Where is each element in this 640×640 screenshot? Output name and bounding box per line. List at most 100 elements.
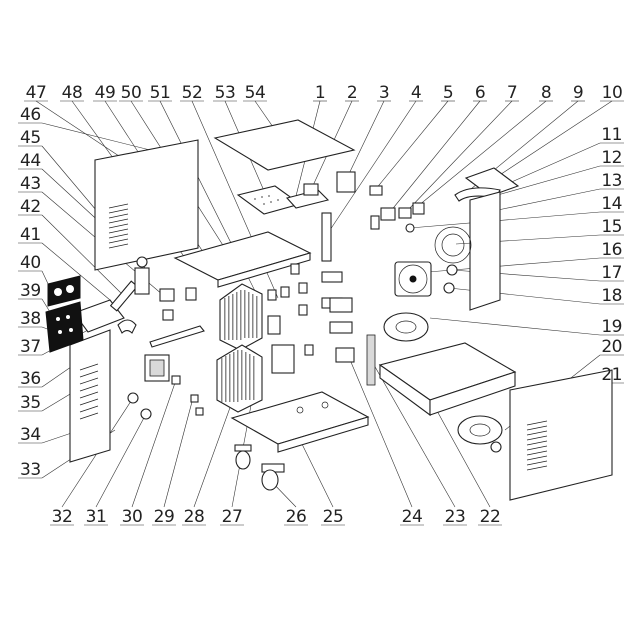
callout-number-29: 29 xyxy=(154,507,175,527)
callout-number-17: 17 xyxy=(601,263,622,283)
part-bracket-c xyxy=(162,309,174,321)
callout-number-41: 41 xyxy=(20,225,41,245)
part-clip-3 xyxy=(398,207,412,219)
leader-line-3 xyxy=(345,100,385,181)
part-front-subpanel xyxy=(73,299,125,333)
part-control-knobs xyxy=(56,315,73,334)
callout-number-53: 53 xyxy=(215,83,236,103)
leader-line-47 xyxy=(35,100,126,161)
callout-number-37: 37 xyxy=(20,337,41,357)
callout-number-12: 12 xyxy=(601,148,622,168)
callout-number-27: 27 xyxy=(222,507,243,527)
leader-line-12 xyxy=(493,165,601,197)
leader-line-23 xyxy=(369,357,456,508)
leader-line-24 xyxy=(347,354,413,508)
callout-number-22: 22 xyxy=(480,507,501,527)
callout-number-2: 2 xyxy=(347,83,357,103)
part-wheel-upper xyxy=(383,312,429,342)
part-pcb-clip-d xyxy=(298,282,308,294)
part-fan-hub xyxy=(409,275,417,283)
callout-number-33: 33 xyxy=(20,460,41,480)
part-bracket-a xyxy=(159,288,175,302)
callout-number-11: 11 xyxy=(601,125,622,145)
callout-number-54: 54 xyxy=(245,83,266,103)
part-caster-a xyxy=(234,444,252,470)
callout-number-19: 19 xyxy=(601,317,622,337)
part-heatsink-lower xyxy=(216,344,263,413)
part-bottom-plate-edge xyxy=(277,416,369,453)
leader-line-4 xyxy=(329,100,417,231)
part-output-socket-2 xyxy=(140,408,152,420)
callout-number-6: 6 xyxy=(475,83,485,103)
part-side-cover-left xyxy=(94,139,199,271)
part-front-panel-vents xyxy=(79,363,99,420)
part-pcb-clip-b xyxy=(280,286,290,298)
part-knob-panel xyxy=(47,275,81,307)
callout-number-9: 9 xyxy=(573,83,583,103)
leader-line-5 xyxy=(374,100,449,191)
leader-line-6 xyxy=(389,100,481,213)
part-nut-18 xyxy=(443,282,455,294)
part-spacer xyxy=(366,334,376,386)
callout-number-50: 50 xyxy=(121,83,142,103)
part-screw xyxy=(405,223,415,233)
part-top-plate xyxy=(213,119,356,171)
part-fan-blade xyxy=(398,264,428,294)
leader-line-7 xyxy=(407,100,513,211)
callout-number-28: 28 xyxy=(184,507,205,527)
callout-number-39: 39 xyxy=(20,281,41,301)
callout-number-7: 7 xyxy=(507,83,517,103)
part-cover-knob xyxy=(490,441,502,453)
part-pcb-clip-f xyxy=(304,344,314,356)
callout-number-46: 46 xyxy=(20,105,41,125)
part-hook xyxy=(117,319,137,334)
part-aux-transformer xyxy=(336,171,356,193)
part-small-terminal-2 xyxy=(190,394,199,403)
part-small-terminal-1 xyxy=(171,375,181,385)
part-bottom-hole-1 xyxy=(296,406,304,414)
part-clip-4 xyxy=(412,202,425,215)
callout-number-5: 5 xyxy=(443,83,453,103)
callout-number-3: 3 xyxy=(379,83,389,103)
callout-number-26: 26 xyxy=(286,507,307,527)
callout-number-43: 43 xyxy=(20,174,41,194)
callout-number-48: 48 xyxy=(62,83,83,103)
part-fan-grill xyxy=(434,226,472,264)
part-side-cover-vents xyxy=(526,420,548,471)
part-reactor-core xyxy=(149,359,165,377)
part-small-terminal-3 xyxy=(195,407,204,416)
part-connector xyxy=(369,185,383,196)
callout-number-38: 38 xyxy=(20,309,41,329)
leader-line-13 xyxy=(497,188,601,211)
leader-line-46 xyxy=(41,122,151,151)
leader-line-11 xyxy=(497,142,601,189)
part-clip-1 xyxy=(380,207,396,221)
callout-number-40: 40 xyxy=(20,253,41,273)
callout-number-34: 34 xyxy=(20,425,41,445)
callout-number-8: 8 xyxy=(541,83,551,103)
part-gas-valve-knob xyxy=(136,256,148,268)
callout-number-45: 45 xyxy=(20,128,41,148)
part-pcb-small-2 xyxy=(271,344,295,374)
part-caster-b xyxy=(261,463,285,491)
callout-number-15: 15 xyxy=(601,217,622,237)
callout-number-42: 42 xyxy=(20,197,41,217)
part-relay xyxy=(303,183,319,196)
leader-line-31 xyxy=(95,413,147,508)
part-side-cover-right xyxy=(509,369,613,501)
part-rectifier-a xyxy=(329,297,353,313)
callout-number-14: 14 xyxy=(601,194,622,214)
part-gas-valve xyxy=(134,267,150,295)
part-terminal-block-1 xyxy=(321,271,343,283)
part-output-socket-1 xyxy=(127,392,139,404)
part-pcb-clip-c xyxy=(290,263,300,275)
part-front-panel xyxy=(69,329,111,463)
part-bottom-hole-2 xyxy=(321,401,329,409)
callout-number-1: 1 xyxy=(315,83,325,103)
part-base-side xyxy=(429,371,516,416)
callout-number-16: 16 xyxy=(601,240,622,260)
part-knob-caps xyxy=(54,285,74,296)
part-pcb-small-1 xyxy=(267,315,281,335)
leader-line-29 xyxy=(163,397,194,508)
